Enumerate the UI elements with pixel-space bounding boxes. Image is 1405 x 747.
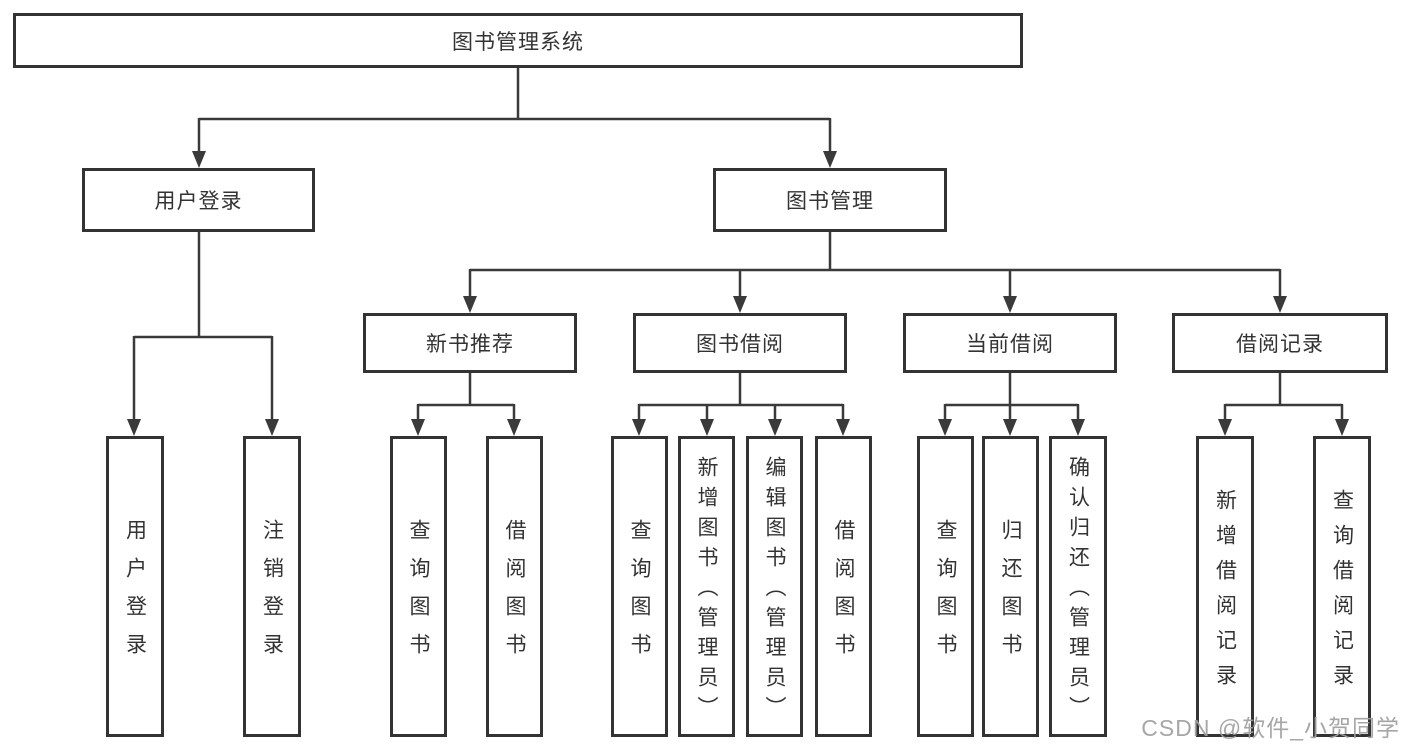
leaf-label: 查询图书 [934, 519, 957, 671]
node-label: 当前借阅 [966, 333, 1054, 356]
leaf-label: 查询图书 [407, 519, 430, 671]
leaf-query-books: 查询图书 [917, 436, 974, 737]
node-label: 用户登录 [154, 190, 243, 213]
leaf-label: 新增借阅记录 [1213, 488, 1237, 699]
leaf-borrow-books: 借阅图书 [815, 436, 872, 737]
node-book-management: 图书管理 [713, 168, 947, 232]
leaf-add-borrow-record: 新增借阅记录 [1196, 436, 1254, 737]
leaf-label: 编辑图书（管理员） [763, 456, 786, 726]
node-book-borrow: 图书借阅 [633, 313, 847, 373]
leaf-confirm-return-admin: 确认归还（管理员） [1049, 436, 1107, 737]
node-label: 新书推荐 [426, 333, 514, 356]
leaf-user-login: 用户登录 [106, 436, 164, 737]
leaf-label: 借阅图书 [503, 519, 526, 671]
leaf-label: 查询借阅记录 [1330, 488, 1354, 699]
leaf-query-books: 查询图书 [611, 436, 668, 737]
leaf-add-books-admin: 新增图书（管理员） [678, 436, 735, 737]
node-user-login: 用户登录 [82, 168, 315, 232]
leaf-query-books: 查询图书 [390, 436, 447, 737]
csdn-watermark: CSDN @软件_小贺同学 [1141, 715, 1400, 741]
leaf-label: 注销登录 [260, 519, 284, 671]
leaf-edit-books-admin: 编辑图书（管理员） [746, 436, 803, 737]
node-new-book-recommend: 新书推荐 [363, 313, 577, 373]
node-library-management-system: 图书管理系统 [13, 13, 1023, 68]
leaf-label: 用户登录 [123, 519, 147, 671]
leaf-logout: 注销登录 [243, 436, 301, 737]
leaf-label: 归还图书 [999, 519, 1022, 671]
leaf-query-borrow-record: 查询借阅记录 [1313, 436, 1371, 737]
leaf-borrow-books: 借阅图书 [486, 436, 543, 737]
leaf-label: 确认归还（管理员） [1066, 456, 1090, 726]
leaf-label: 查询图书 [628, 519, 651, 671]
leaf-label: 新增图书（管理员） [695, 456, 718, 726]
node-label: 图书管理系统 [452, 30, 584, 54]
leaf-return-books: 归还图书 [982, 436, 1039, 737]
node-current-borrow: 当前借阅 [903, 313, 1117, 373]
node-borrow-records: 借阅记录 [1172, 313, 1388, 373]
node-label: 图书借阅 [696, 333, 784, 356]
node-label: 图书管理 [786, 190, 874, 213]
node-label: 借阅记录 [1236, 333, 1324, 356]
leaf-label: 借阅图书 [832, 519, 855, 671]
